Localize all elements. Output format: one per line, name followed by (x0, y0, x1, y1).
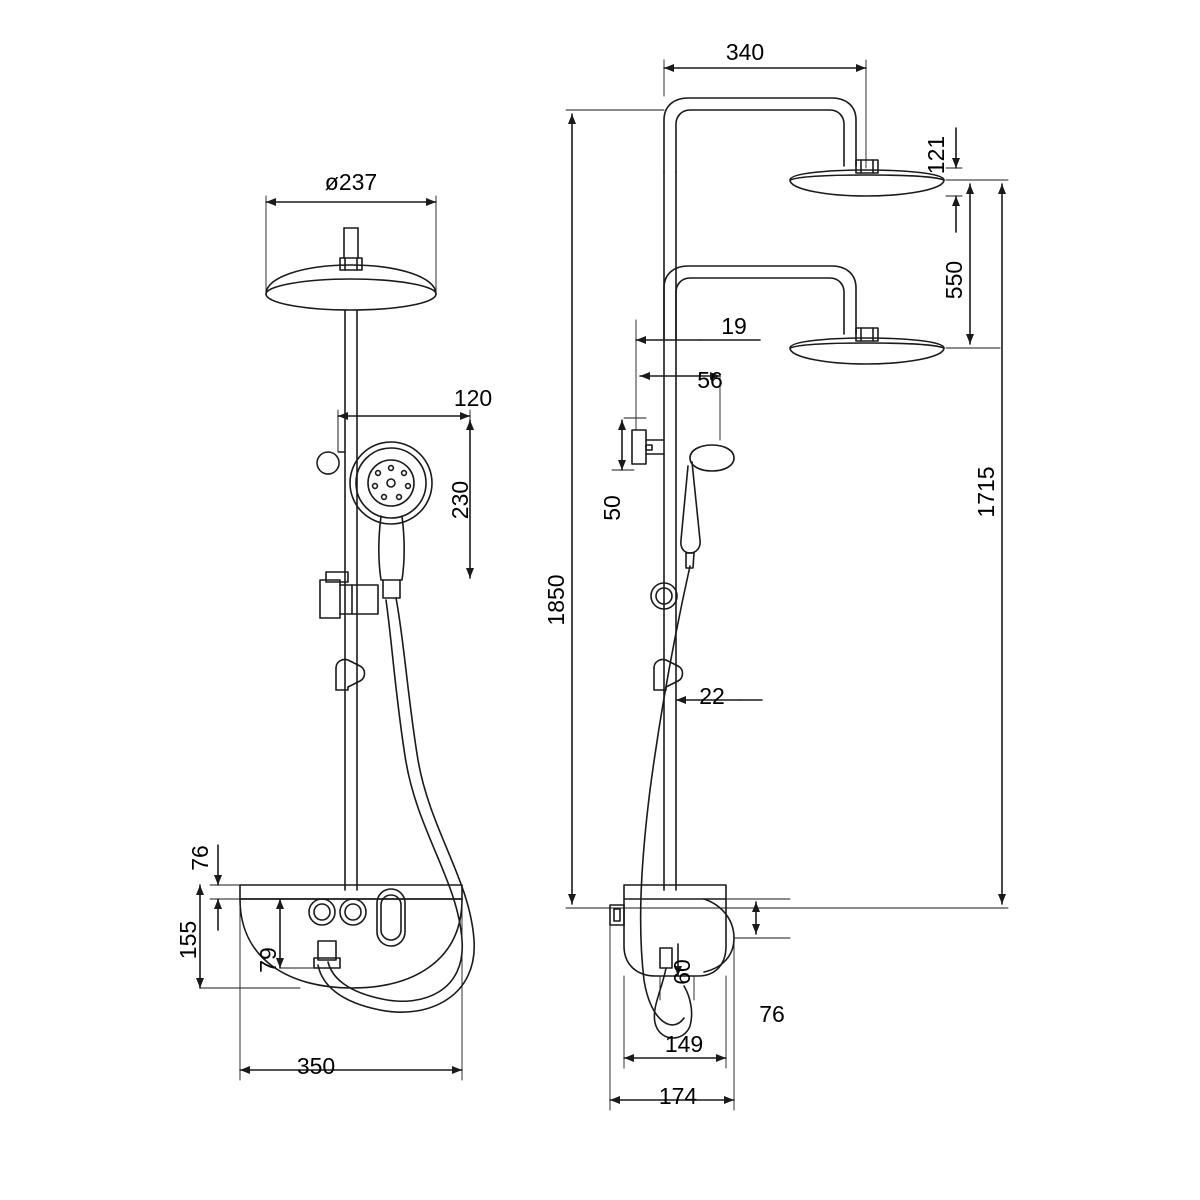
dim-head-diameter: ø237 (325, 169, 377, 195)
dim-bracket-depth: 50 (599, 495, 625, 521)
dim-total-height: 1715 (973, 466, 999, 517)
dim-bracket-reach: 56 (697, 367, 723, 393)
dim-shelf-thickness: 76 (187, 845, 213, 871)
dim-spout-height: 79 (255, 947, 281, 973)
front-dimension-lines (196, 195, 474, 1081)
dim-rail-offset: 19 (721, 313, 747, 339)
dim-overall-depth: 174 (659, 1083, 698, 1109)
dim-overall-height: 1850 (543, 574, 569, 625)
dim-valve-depth-offset: 76 (759, 1001, 785, 1027)
front-view-geometry (239, 227, 475, 1013)
side-dimension-lines (565, 59, 1009, 1111)
dim-handshower-offset: 120 (454, 385, 492, 411)
dim-hook-depth: 22 (699, 683, 725, 709)
dim-head-spacing: 550 (941, 261, 967, 299)
dim-arm-reach: 340 (726, 39, 764, 65)
dim-base-depth: 149 (665, 1031, 703, 1057)
dim-handshower-height: 230 (447, 481, 473, 519)
dim-body-height: 155 (175, 921, 201, 959)
dim-shelf-width: 350 (297, 1053, 335, 1079)
side-view-geometry (609, 97, 945, 1039)
dim-valve-depth-inner: 60 (669, 959, 695, 985)
dim-head-thickness: 121 (923, 136, 949, 174)
dimension-labels: ø237 120 230 76 155 79 350 340 121 550 1… (175, 39, 999, 1109)
